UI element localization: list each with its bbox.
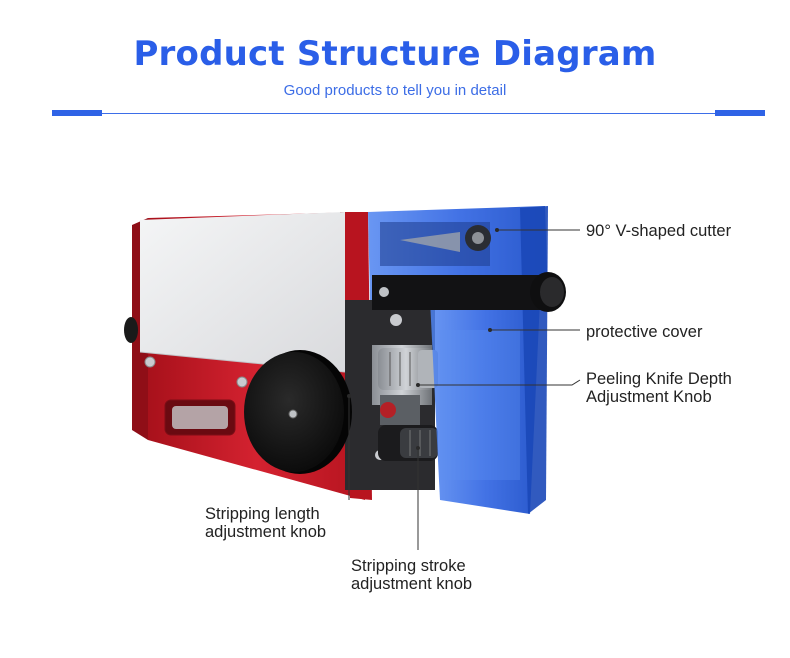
label-protective-cover: protective cover: [586, 323, 703, 341]
stripping-length-knob: [244, 350, 352, 474]
leader-dots: [347, 228, 499, 450]
depth-adjustment-knob: [378, 348, 438, 390]
label-v-shaped-cutter: 90° V-shaped cutter: [586, 222, 732, 240]
leader-lines: [348, 229, 581, 550]
gear-mechanism: [345, 300, 435, 490]
page-title: Product Structure Diagram: [133, 34, 657, 74]
v-shaped-cutter: [380, 222, 491, 266]
title-divider: [52, 113, 765, 114]
divider-cap-right: [715, 110, 765, 116]
label-stroke-knob: Stripping stroke adjustment knob: [351, 557, 473, 593]
cutter-bar: [372, 272, 566, 312]
label-length-knob: Stripping length adjustment knob: [205, 505, 327, 541]
label-depth-knob: Peeling Knife Depth Adjustment Knob: [586, 370, 732, 406]
divider-cap-left: [52, 110, 102, 116]
page-subtitle: Good products to tell you in detail: [283, 82, 507, 99]
stroke-adjustment-knob: [378, 425, 438, 461]
leader-depth: [418, 379, 581, 386]
